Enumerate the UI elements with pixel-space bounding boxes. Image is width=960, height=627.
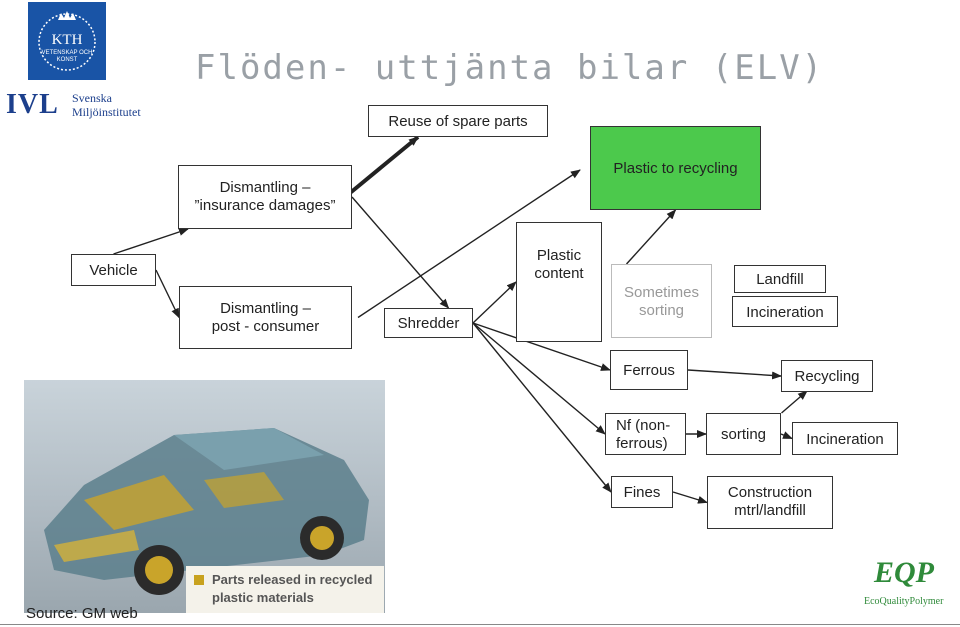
node-sometimes-sorting: Sometimes sorting	[611, 264, 712, 338]
node-recycling: Recycling	[781, 360, 873, 392]
node-shredder-label: Shredder	[397, 315, 460, 332]
node-plastic-content-label: Plastic content	[534, 247, 584, 282]
node-landfill: Landfill	[734, 265, 826, 293]
node-sorting-label: sorting	[720, 426, 767, 443]
source-caption: Source: GM web	[26, 605, 138, 622]
node-sorting: sorting	[706, 413, 781, 455]
node-plastic-to-recycling: Plastic to recycling	[590, 126, 761, 210]
node-fines-label: Fines	[623, 484, 661, 501]
edge-shredder-to-ferrous	[472, 322, 611, 371]
node-reuse-spare-parts-label: Reuse of spare parts	[388, 113, 528, 130]
kth-crown-icon	[38, 11, 96, 71]
node-dismantling-post-consumer-label: Dismantling – post - consumer	[211, 300, 320, 335]
edge-sorting-to-recycling	[781, 390, 808, 414]
photo-legend: Parts released in recycled plastic mater…	[186, 566, 384, 613]
node-dismantling-post-consumer: Dismantling – post - consumer	[179, 286, 352, 349]
node-reuse-spare-parts: Reuse of spare parts	[368, 105, 548, 137]
node-recycling-label: Recycling	[794, 368, 860, 385]
node-sometimes-sorting-label: Sometimes sorting	[623, 284, 700, 319]
node-shredder: Shredder	[384, 308, 473, 338]
kth-text: KTH	[51, 32, 83, 48]
node-fines: Fines	[611, 476, 673, 508]
node-vehicle-label: Vehicle	[89, 262, 138, 279]
edge-shredder-to-plastic_content	[472, 281, 517, 324]
car-illustration	[44, 428, 369, 595]
node-non-ferrous: Nf (non- ferrous)	[605, 413, 686, 455]
edge-sorting-to-incin2	[780, 431, 793, 440]
edge-shredder-to-nf	[472, 322, 606, 435]
ivl-name-line2: Miljöinstitutet	[72, 105, 141, 119]
node-ferrous-label: Ferrous	[623, 362, 675, 379]
node-plastic-to-recycling-label: Plastic to recycling	[613, 160, 738, 177]
edge-dis_ins-to-reuse	[348, 135, 420, 195]
node-incineration-plastic: Incineration	[732, 296, 838, 327]
slide-title: Flöden- uttjänta bilar (ELV)	[195, 48, 825, 88]
node-dismantling-insurance: Dismantling – ”insurance damages”	[178, 165, 352, 229]
ivl-name-line1: Svenska	[72, 91, 112, 105]
eqp-text: EQP	[874, 556, 934, 589]
node-dismantling-insurance-label: Dismantling – ”insurance damages”	[194, 179, 336, 214]
eqp-name: EcoQualityPolymer	[864, 596, 944, 607]
edge-vehicle-to-dis_ins	[113, 228, 189, 255]
legend-text: Parts released in recycled plastic mater…	[212, 572, 373, 605]
edge-dis_ins-to-shredder	[351, 196, 450, 309]
kth-logo: KTH VETENSKAP OCH KONST	[28, 2, 106, 80]
footer-divider	[0, 624, 960, 625]
kth-subtext: VETENSKAP OCH KONST	[41, 50, 93, 64]
node-construction-landfill: Construction mtrl/landfill	[707, 476, 833, 529]
ivl-text: IVL	[6, 89, 59, 120]
node-incineration-nf-label: Incineration	[806, 431, 884, 448]
edge-shredder-to-fines	[472, 322, 612, 493]
node-incineration-plastic-label: Incineration	[746, 304, 824, 321]
node-incineration-nf: Incineration	[792, 422, 898, 455]
eqp-logo: EQP EcoQualityPolymer	[864, 556, 958, 612]
node-non-ferrous-label: Nf (non- ferrous)	[616, 417, 671, 452]
legend-swatch	[194, 575, 204, 585]
edge-dis_post-to-plastic_rec	[357, 169, 581, 319]
edge-ferrous-to-recycling	[687, 369, 782, 380]
node-plastic-content: Plastic content	[516, 222, 602, 342]
edge-vehicle-to-dis_post	[155, 269, 180, 319]
edge-sometimes-to-plastic_rec	[625, 209, 677, 265]
node-vehicle: Vehicle	[71, 254, 156, 286]
edge-fines-to-construction	[672, 491, 708, 504]
node-landfill-label: Landfill	[756, 271, 804, 288]
node-construction-landfill-label: Construction mtrl/landfill	[727, 484, 813, 519]
node-ferrous: Ferrous	[610, 350, 688, 390]
